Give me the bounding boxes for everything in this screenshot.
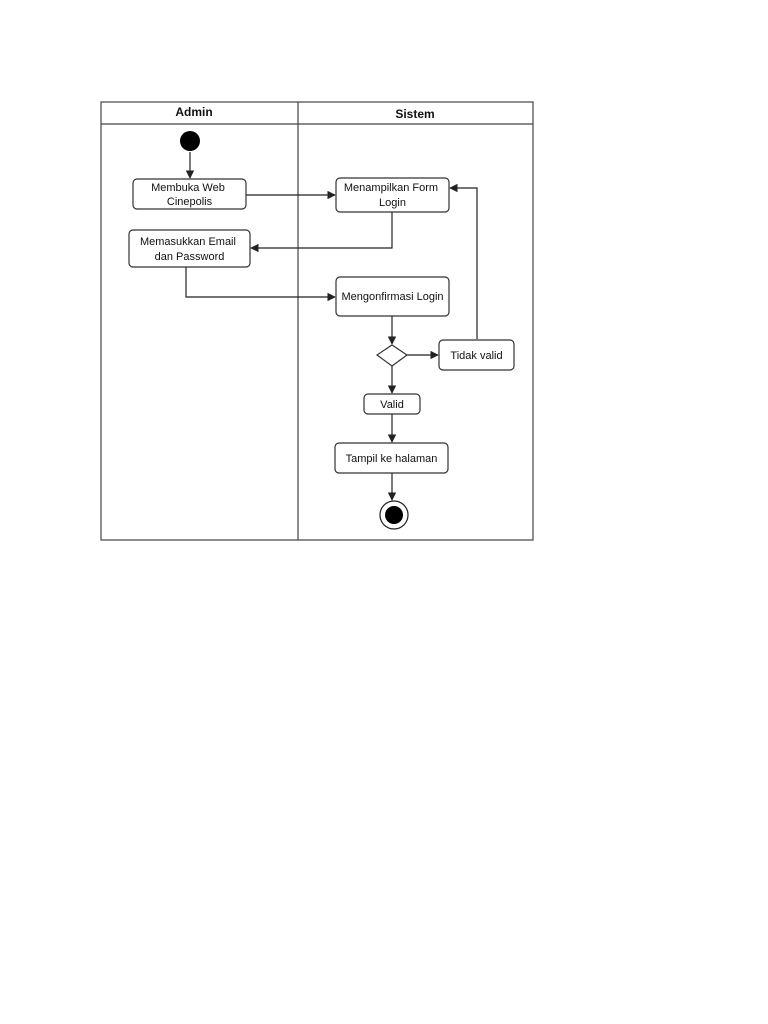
action-tidak-valid: Tidak valid xyxy=(438,339,515,371)
action-label: Membuka Web Cinepolis xyxy=(151,182,228,208)
action-box xyxy=(335,276,450,317)
action-label: Mengonfirmasi Login xyxy=(341,291,443,303)
action-box xyxy=(334,442,449,474)
action-membuka-web: Membuka Web Cinepolis xyxy=(132,178,247,210)
swimlane-border xyxy=(100,101,534,541)
action-label: Tidak valid xyxy=(450,350,502,362)
action-menampilkan-form: Menampilkan Form Login xyxy=(335,177,450,213)
lane-title-admin: Admin xyxy=(175,105,212,119)
action-box xyxy=(132,178,247,210)
action-label: Memasukkan Email dan Password xyxy=(140,236,239,263)
end-node xyxy=(379,500,409,530)
end-node-core xyxy=(385,506,403,524)
swimlane-frame: Admin Sistem xyxy=(100,101,534,541)
decision-node xyxy=(375,344,409,367)
action-label: Valid xyxy=(380,399,404,411)
edges xyxy=(185,152,478,501)
action-mengonfirmasi-login: Mengonfirmasi Login xyxy=(335,276,450,317)
action-box xyxy=(128,229,251,268)
edge-tidak-valid-to-menampilkan xyxy=(449,183,478,339)
action-valid: Valid xyxy=(363,393,421,415)
action-label: Tampil ke halaman xyxy=(346,453,438,465)
action-box xyxy=(438,339,515,371)
action-box xyxy=(363,393,421,415)
action-box xyxy=(335,177,450,213)
start-node xyxy=(180,131,200,151)
edge-memasukkan-to-mengonfirmasi xyxy=(185,267,336,302)
action-tampil-halaman: Tampil ke halaman xyxy=(334,442,449,474)
action-label: Menampilkan Form Login xyxy=(344,182,441,209)
lane-title-sistem: Sistem xyxy=(395,107,434,121)
action-memasukkan-email: Memasukkan Email dan Password xyxy=(128,229,251,268)
edge-menampilkan-to-memasukkan xyxy=(250,212,393,253)
